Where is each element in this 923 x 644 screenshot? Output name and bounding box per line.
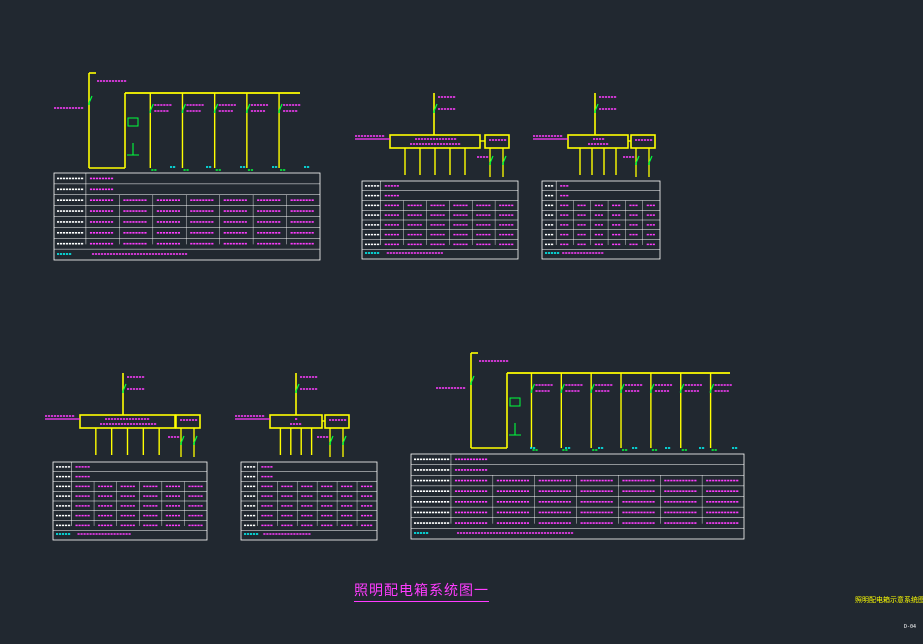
panel-a-branch-breaker-2	[181, 103, 187, 112]
panel-b-main-enclosure	[389, 134, 481, 149]
panel-a-branch-breaker-3-contact	[213, 111, 216, 113]
panel-b-main-breaker-contact	[433, 111, 435, 113]
panel-d-main-breaker	[122, 383, 127, 392]
panel-f-branch-breaker-1	[530, 383, 536, 392]
panel-f-branch-breaker-5-contact	[649, 391, 652, 393]
panel-a-branch-breaker-2-contact	[181, 111, 184, 113]
panel-f-main-breaker-contact	[470, 383, 472, 385]
panel-b-outgoing-breaker-2	[502, 155, 507, 164]
panel-f-branch-breaker-3-contact	[590, 391, 593, 393]
panel-f-branch-breaker-2	[560, 383, 565, 392]
panel-d-main-enclosure	[79, 414, 176, 429]
panel-e-outgoing-breaker-2	[342, 435, 347, 444]
panel-e-main-breaker	[295, 383, 300, 392]
panel-f-branch-breaker-6-contact	[679, 391, 682, 393]
panel-b-main-breaker	[433, 103, 438, 112]
panel-b-outgoing-breaker-1-contact	[489, 163, 491, 165]
drawing-title: 照明配电箱系统图一	[354, 580, 489, 602]
panel-f-branch-breaker-6	[680, 383, 685, 392]
panel-f-earth-symbol	[509, 423, 521, 436]
drawing-note: 照明配电箱示意系统图一	[855, 596, 923, 604]
panel-e-outgoing-breaker-1	[329, 435, 334, 444]
panel-a-main-breaker-contact	[88, 103, 90, 105]
panel-a-branch-breaker-1	[149, 103, 154, 112]
panel-f-branch-breaker-1-contact	[530, 391, 533, 393]
panel-b-small-enclosure	[484, 134, 510, 149]
panel-c-main-breaker	[594, 103, 599, 112]
panel-f-branch-breaker-5	[650, 383, 655, 392]
panel-e-small-enclosure	[324, 414, 350, 429]
panel-c-small-enclosure	[630, 134, 656, 149]
panel-a-branch-breaker-5-contact	[278, 111, 281, 113]
panel-f-branch-breaker-4	[620, 383, 625, 392]
panel-d-outgoing-breaker-1	[180, 435, 185, 444]
panel-d-outgoing-breaker-2	[193, 435, 198, 444]
panel-f-branch-breaker-7	[710, 383, 715, 392]
panel-c-outgoing-breaker-2-contact	[648, 163, 650, 165]
panel-f-branch-breaker-2-contact	[560, 391, 563, 393]
panel-a-main-breaker	[88, 95, 93, 104]
panel-a-branch-breaker-4	[246, 103, 251, 112]
panel-d-small-enclosure	[175, 414, 201, 429]
panel-d-outgoing-breaker-2-contact	[193, 443, 195, 445]
panel-a-meter	[127, 117, 139, 127]
panel-c-main-enclosure	[567, 134, 629, 149]
panel-f-meter	[509, 397, 521, 407]
panel-f-main-breaker	[470, 375, 475, 384]
panel-a-branch-breaker-3	[214, 103, 219, 112]
panel-e-main-breaker-contact	[295, 391, 297, 393]
panel-f-branch-breaker-4-contact	[620, 391, 623, 393]
panel-c-outgoing-breaker-2	[648, 155, 653, 164]
panel-d-outgoing-breaker-1-contact	[180, 443, 182, 445]
panel-c-main-breaker-contact	[594, 111, 596, 113]
panel-b-outgoing-breaker-2-contact	[502, 163, 504, 165]
panel-e-main-enclosure	[269, 414, 323, 429]
panel-b-outgoing-breaker-1	[489, 155, 494, 164]
panel-f-branch-breaker-3	[590, 383, 595, 392]
panel-e-outgoing-breaker-1-contact	[329, 443, 331, 445]
panel-a-earth-symbol	[127, 143, 139, 156]
panel-a-branch-breaker-1-contact	[149, 111, 152, 113]
panel-d-main-breaker-contact	[122, 391, 124, 393]
panel-a-branch-breaker-5	[278, 103, 283, 112]
panel-e-outgoing-breaker-2-contact	[342, 443, 344, 445]
panel-c-outgoing-breaker-1-contact	[635, 163, 637, 165]
panel-c-outgoing-breaker-1	[635, 155, 640, 164]
panel-f-branch-breaker-7-contact	[709, 391, 712, 393]
sheet-number: D-04	[904, 624, 917, 630]
panel-a-branch-breaker-4-contact	[245, 111, 248, 113]
